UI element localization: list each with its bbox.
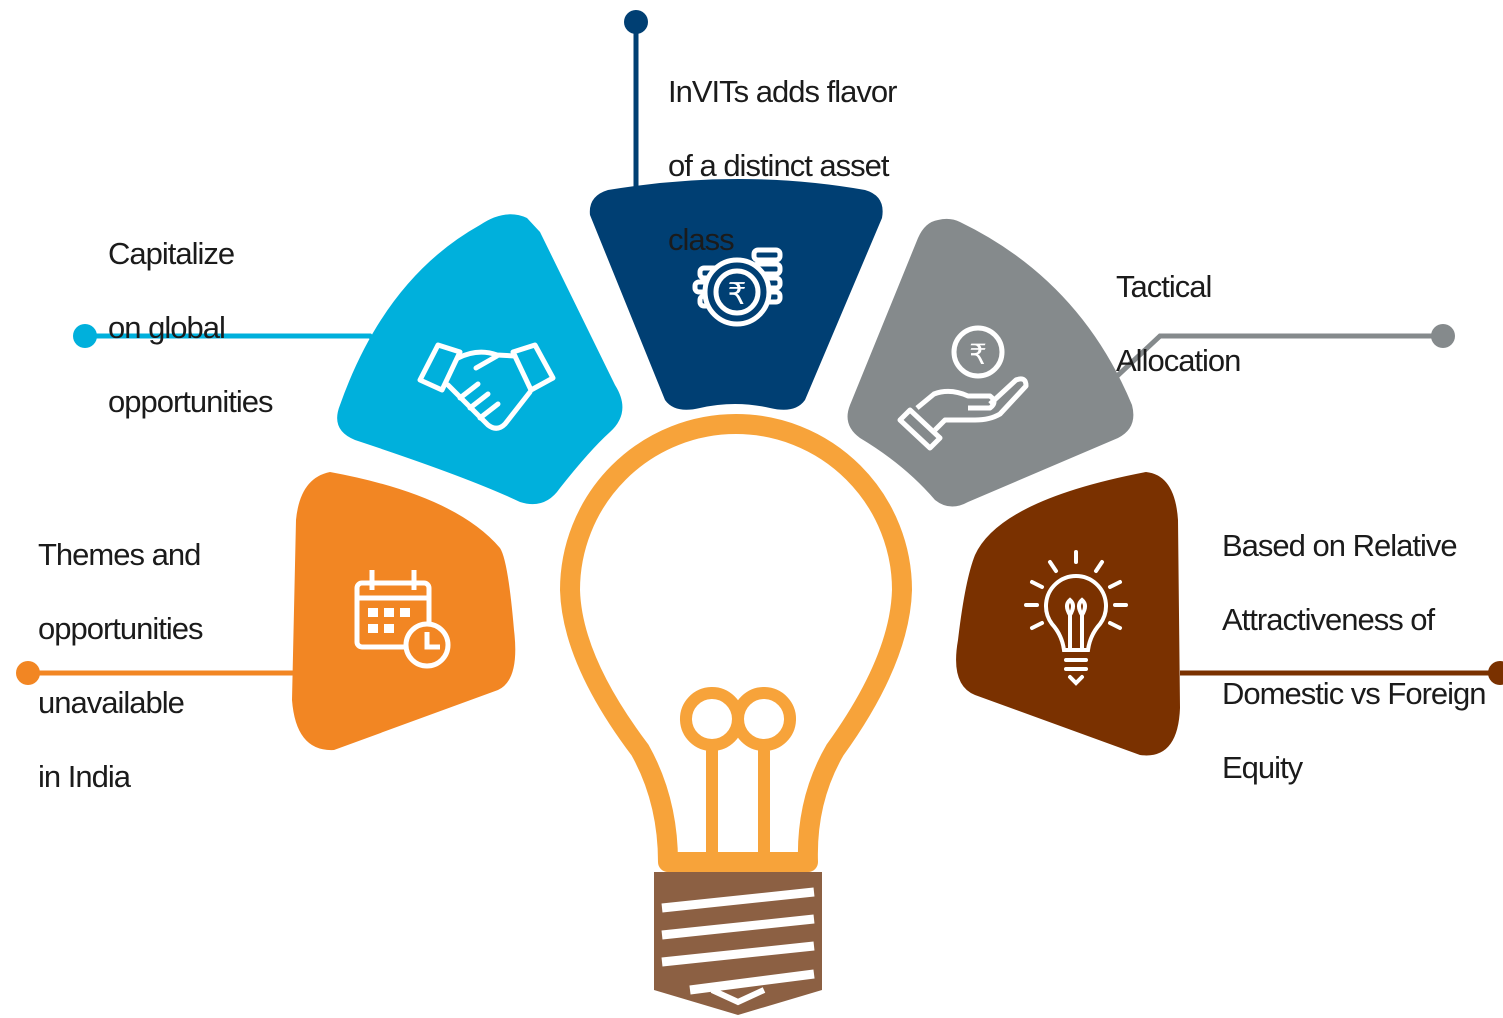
svg-text:₹: ₹ <box>727 277 746 312</box>
label-line: in India <box>38 759 131 794</box>
central-lightbulb <box>560 414 912 1015</box>
label-tactical: Tactical Allocation <box>1116 231 1241 416</box>
label-line: opportunities <box>38 611 204 646</box>
rupee-coins-icon: ₹ <box>692 247 783 327</box>
label-line: Attractiveness of <box>1222 602 1435 637</box>
label-line: Domestic vs Foreign <box>1222 676 1487 711</box>
handshake-icon <box>417 342 556 431</box>
bulb-base-threads <box>661 887 815 995</box>
label-line: Allocation <box>1116 343 1241 378</box>
connector-relative <box>1180 661 1503 685</box>
label-line: of a distinct asset <box>668 148 890 183</box>
label-line: class <box>668 222 735 257</box>
bulb-base-tip <box>710 987 766 1006</box>
label-line: InVITs adds flavor <box>668 74 897 109</box>
connector-themes <box>16 661 300 685</box>
label-line: Themes and <box>38 537 201 572</box>
connector-tactical <box>1113 324 1455 380</box>
label-line: Equity <box>1222 750 1303 785</box>
calendar-clock-icon <box>354 570 451 669</box>
label-line: Based on Relative <box>1222 528 1458 563</box>
label-global: Capitalize on global opportunities <box>108 198 274 457</box>
label-invits: InVITs adds flavor of a distinct asset c… <box>668 36 897 295</box>
connector-invits <box>624 10 648 188</box>
label-relative: Based on Relative Attractiveness of Dome… <box>1222 490 1487 823</box>
label-line: Tactical <box>1116 269 1212 304</box>
svg-text:₹: ₹ <box>969 338 987 371</box>
rupee-hand-icon: ₹ <box>897 325 1029 451</box>
lightbulb-icon <box>1024 550 1128 686</box>
segment-global <box>337 214 623 505</box>
label-line: unavailable <box>38 685 185 720</box>
bulb-glass <box>560 414 912 872</box>
label-line: opportunities <box>108 384 274 419</box>
label-line: Capitalize <box>108 236 235 271</box>
label-line: on global <box>108 310 226 345</box>
label-themes: Themes and opportunities unavailable in … <box>38 499 204 832</box>
bulb-filament <box>679 687 797 862</box>
